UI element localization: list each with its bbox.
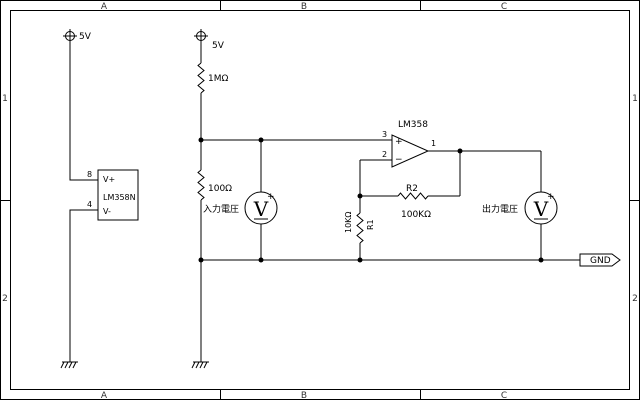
frame-row-label: 1 (2, 94, 8, 104)
junction-dot (198, 137, 204, 143)
opamp-triangle-icon (391, 134, 430, 168)
opamp-pin-2-number: 2 (382, 150, 387, 159)
output-voltmeter: V + (524, 191, 558, 225)
opamp-minus-symbol: − (395, 155, 403, 165)
junction-dot (198, 257, 204, 263)
resistor-1m-value: 1MΩ (208, 74, 228, 84)
opamp-pin-1-number: 1 (431, 139, 436, 148)
voltmeter-symbol: V (253, 197, 269, 221)
resistor-100-icon (197, 169, 205, 201)
frame-column-label: A (101, 391, 108, 400)
ground-symbol-left (60, 361, 78, 369)
frame-column-label: B (301, 2, 307, 12)
resistor-100-value: 100Ω (208, 184, 232, 194)
resistor-r1-value: 10KΩ (344, 211, 353, 233)
resistor-1m-icon (197, 62, 205, 94)
opamp-pin-3-number: 3 (382, 130, 387, 139)
opamp-name: LM358 (398, 120, 428, 130)
voltmeter-symbol: V (533, 197, 549, 221)
resistor-r1-icon (356, 212, 364, 244)
frame-column-label: C (501, 391, 507, 400)
frame-column-label: C (501, 2, 507, 12)
left-supply-label: 5V (79, 32, 92, 42)
gnd-port-label: GND (590, 256, 611, 266)
gnd-port-flag (579, 253, 621, 267)
ic-pin-4-number: 4 (87, 200, 92, 209)
ground-symbol-mid (191, 361, 209, 369)
opamp-plus-symbol: + (395, 137, 403, 147)
right-supply-label: 5V (212, 41, 225, 51)
inner-frame (10, 10, 630, 390)
right-supply: 5V (194, 29, 225, 51)
output-voltage-label: 出力電圧 (482, 203, 518, 215)
frame-row-label: 1 (632, 94, 638, 104)
junction-dot (258, 257, 264, 263)
frame-row-label: 2 (632, 294, 638, 304)
resistor-r2-value: 100KΩ (401, 210, 431, 220)
resistor-r1-name: R1 (366, 219, 375, 230)
ic-pin-8-number: 8 (87, 170, 92, 179)
voltmeter-polarity: + (547, 192, 555, 202)
resistor-r2-icon (397, 192, 429, 200)
resistor-r2-name: R2 (406, 184, 418, 194)
frame-row-label: 2 (2, 294, 8, 304)
opamp-lm358: LM358 + − 3 2 1 (382, 120, 436, 168)
ic-pin-vplus-label: V+ (103, 175, 115, 184)
wire-left-gnd (69, 209, 98, 362)
frame-column-label: A (101, 2, 108, 12)
input-voltage-label: 入力電圧 (203, 203, 239, 215)
frame-column-label: B (301, 391, 307, 400)
input-voltmeter: V + (244, 191, 278, 225)
ic-pin-vminus-label: V- (103, 207, 111, 216)
wire-left-vcc (69, 40, 98, 181)
left-supply: 5V (63, 29, 92, 43)
ic-lm358n: V+ LM358N V- 8 4 (87, 169, 139, 221)
ic-name: LM358N (103, 193, 136, 202)
ic-body (97, 169, 139, 221)
gnd-port: GND (579, 253, 621, 267)
voltmeter-polarity: + (267, 192, 275, 202)
